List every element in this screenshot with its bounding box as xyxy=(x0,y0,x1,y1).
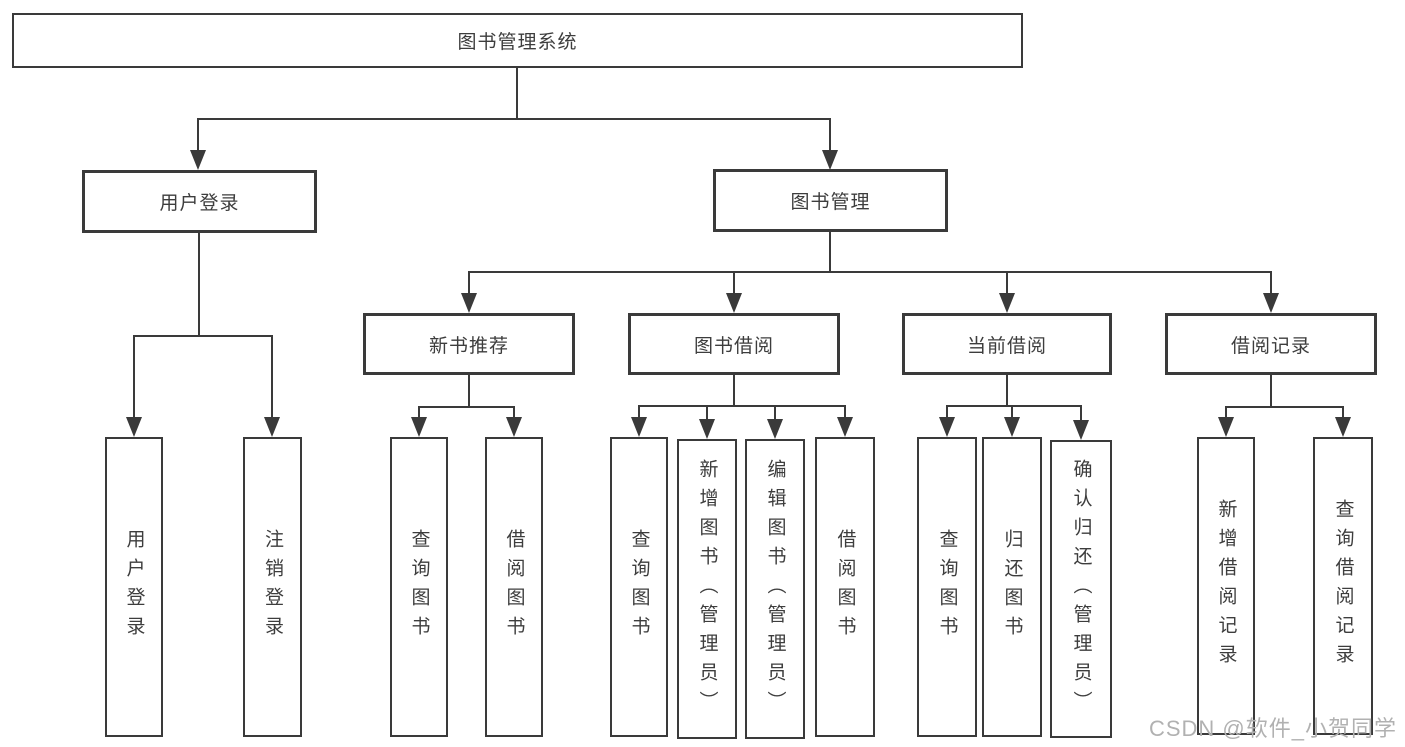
connector-line xyxy=(469,271,1271,273)
connector-line xyxy=(1006,271,1008,295)
leaf-edit-books-admin: 编辑图书（管理员） xyxy=(745,439,805,739)
node-label: 借阅图书 xyxy=(834,529,856,645)
node-label: 查询图书 xyxy=(936,529,958,645)
arrow-down-icon xyxy=(506,417,522,437)
arrow-down-icon xyxy=(264,417,280,437)
arrow-down-icon xyxy=(1335,417,1351,437)
connector-line xyxy=(946,405,948,419)
node-label: 新增图书（管理员） xyxy=(696,458,718,720)
connector-line xyxy=(133,335,135,419)
node-user-login: 用户登录 xyxy=(82,170,317,233)
connector-line xyxy=(1342,406,1344,419)
node-label: 借阅图书 xyxy=(503,529,525,645)
connector-line xyxy=(513,406,515,419)
node-label: 注销登录 xyxy=(262,529,283,645)
node-book-management: 图书管理 xyxy=(713,169,948,232)
connector-line xyxy=(1270,375,1272,408)
node-label: 归还图书 xyxy=(1001,529,1023,645)
connector-line xyxy=(733,375,735,407)
connector-line xyxy=(271,335,273,419)
node-book-borrow: 图书借阅 xyxy=(628,313,840,375)
arrow-down-icon xyxy=(1218,417,1234,437)
arrow-down-icon xyxy=(999,293,1015,313)
arrow-down-icon xyxy=(631,417,647,437)
node-label: 编辑图书（管理员） xyxy=(764,458,786,720)
node-label: 查询图书 xyxy=(408,529,430,645)
connector-line xyxy=(639,405,845,407)
leaf-query-books-2: 查询图书 xyxy=(610,437,668,737)
connector-line xyxy=(468,375,470,408)
connector-line xyxy=(947,405,1081,407)
connector-line xyxy=(198,233,200,337)
arrow-down-icon xyxy=(1073,420,1089,440)
node-label: 新增借阅记录 xyxy=(1215,499,1237,673)
connector-line xyxy=(418,406,420,419)
connector-line xyxy=(829,118,831,152)
leaf-borrow-books-1: 借阅图书 xyxy=(485,437,543,737)
leaf-query-books-3: 查询图书 xyxy=(917,437,977,737)
leaf-confirm-return-admin: 确认归还（管理员） xyxy=(1050,440,1112,738)
leaf-return-books: 归还图书 xyxy=(982,437,1042,737)
arrow-down-icon xyxy=(1004,417,1020,437)
connector-line xyxy=(844,405,846,419)
arrow-down-icon xyxy=(1263,293,1279,313)
connector-line xyxy=(1011,405,1013,419)
node-label: 查询借阅记录 xyxy=(1332,499,1354,673)
node-label: 当前借阅 xyxy=(966,335,1047,357)
node-label: 图书借阅 xyxy=(693,335,774,357)
node-label: 用户登录 xyxy=(123,529,145,645)
arrow-down-icon xyxy=(461,293,477,313)
connector-line xyxy=(1225,406,1227,419)
node-label: 查询图书 xyxy=(628,529,650,645)
node-current-borrow: 当前借阅 xyxy=(902,313,1112,375)
node-label: 确认归还（管理员） xyxy=(1070,458,1092,720)
arrow-down-icon xyxy=(699,419,715,439)
connector-line xyxy=(706,405,708,421)
connector-line xyxy=(1006,375,1008,407)
leaf-add-borrow-record: 新增借阅记录 xyxy=(1197,437,1255,735)
node-label: 新书推荐 xyxy=(428,335,509,357)
connector-line xyxy=(829,232,831,273)
connector-line xyxy=(1226,406,1343,408)
arrow-down-icon xyxy=(726,293,742,313)
connector-line xyxy=(733,271,735,295)
connector-line xyxy=(516,68,518,118)
connector-line xyxy=(1080,405,1082,422)
node-label: 图书管理系统 xyxy=(457,32,578,53)
node-new-book-recommend: 新书推荐 xyxy=(363,313,575,375)
leaf-user-login: 用户登录 xyxy=(105,437,163,737)
arrow-down-icon xyxy=(939,417,955,437)
node-borrow-records: 借阅记录 xyxy=(1165,313,1377,375)
leaf-query-books-1: 查询图书 xyxy=(390,437,448,737)
connector-line xyxy=(197,118,199,152)
connector-line xyxy=(133,335,273,337)
leaf-add-books-admin: 新增图书（管理员） xyxy=(677,439,737,739)
connector-line xyxy=(638,405,640,419)
connector-line xyxy=(198,118,831,120)
leaf-query-borrow-record: 查询借阅记录 xyxy=(1313,437,1373,735)
node-label: 用户登录 xyxy=(159,193,240,214)
arrow-down-icon xyxy=(126,417,142,437)
connector-line xyxy=(1270,271,1272,295)
arrow-down-icon xyxy=(837,417,853,437)
node-label: 图书管理 xyxy=(790,192,871,213)
connector-line xyxy=(774,405,776,421)
node-label: 借阅记录 xyxy=(1230,335,1311,357)
connector-line xyxy=(468,271,470,295)
leaf-logout: 注销登录 xyxy=(243,437,302,737)
arrow-down-icon xyxy=(411,417,427,437)
leaf-borrow-books-2: 借阅图书 xyxy=(815,437,875,737)
connector-line xyxy=(419,406,515,408)
arrow-down-icon xyxy=(822,150,838,170)
arrow-down-icon xyxy=(190,150,206,170)
node-library-management-system: 图书管理系统 xyxy=(12,13,1023,68)
arrow-down-icon xyxy=(767,419,783,439)
